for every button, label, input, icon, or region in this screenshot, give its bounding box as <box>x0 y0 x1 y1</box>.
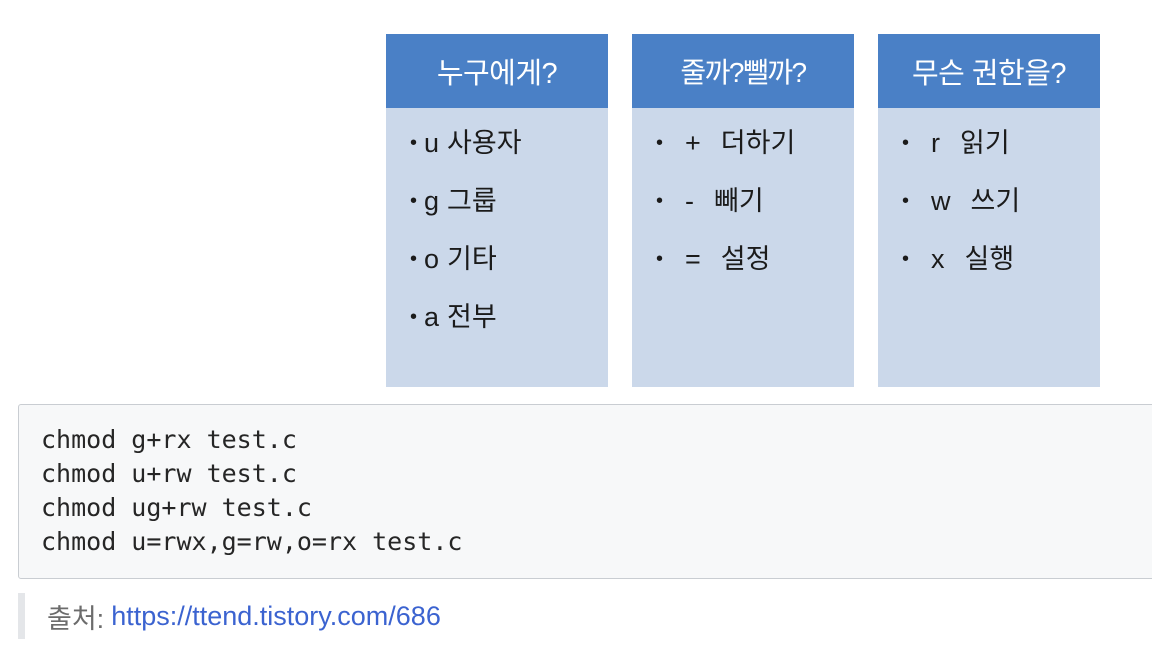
permission-column-permission: 무슨 권한을? • r 읽기 • w 쓰기 • x 실행 <box>878 34 1100 387</box>
permission-table: 누구에게? • u 사용자 • g 그룹 • o 기타 • a 전부 <box>386 34 1110 387</box>
bullet-icon: • <box>656 248 664 270</box>
list-item: • w 쓰기 <box>878 188 1100 215</box>
list-item: • = 설정 <box>632 246 854 273</box>
bullet-icon: • <box>656 190 664 212</box>
item-label: 그룹 <box>447 186 497 216</box>
source-blockquote: 출처: https://ttend.tistory.com/686 <box>18 592 441 640</box>
list-item: • r 읽기 <box>878 130 1100 157</box>
column-header-operator: 줄까?뺄까? <box>632 34 854 108</box>
quote-bar <box>18 593 25 639</box>
item-key: a <box>424 302 440 332</box>
item-label: 실행 <box>964 244 1015 274</box>
bullet-icon: • <box>410 190 418 212</box>
list-item: • u 사용자 <box>386 130 608 157</box>
source-label: 출처: <box>47 603 105 634</box>
bullet-icon: • <box>410 248 418 270</box>
item-label: 설정 <box>720 244 771 274</box>
list-item: • x 실행 <box>878 246 1100 273</box>
list-item: • a 전부 <box>386 304 608 331</box>
code-line: chmod u=rwx,g=rw,o=rx test.c <box>41 527 463 556</box>
permission-column-who: 누구에게? • u 사용자 • g 그룹 • o 기타 • a 전부 <box>386 34 608 387</box>
source-link[interactable]: https://ttend.tistory.com/686 <box>111 600 441 631</box>
item-label: 사용자 <box>447 128 522 158</box>
column-body-operator: • + 더하기 • - 빼기 • = 설정 <box>632 108 854 387</box>
code-line: chmod ug+rw test.c <box>41 493 312 522</box>
column-body-who: • u 사용자 • g 그룹 • o 기타 • a 전부 <box>386 108 608 387</box>
bullet-icon: • <box>410 132 418 154</box>
item-label: 쓰기 <box>970 186 1021 216</box>
item-label: 전부 <box>447 302 497 332</box>
item-label: 기타 <box>447 244 497 274</box>
list-item: • g 그룹 <box>386 188 608 215</box>
bullet-icon: • <box>902 248 910 270</box>
list-item: • + 더하기 <box>632 130 854 157</box>
code-line: chmod u+rw test.c <box>41 459 297 488</box>
item-label: 빼기 <box>714 186 764 216</box>
code-block: chmod g+rx test.c chmod u+rw test.c chmo… <box>18 404 1152 579</box>
item-label: 더하기 <box>720 128 796 158</box>
bullet-icon: • <box>410 306 418 328</box>
bullet-icon: • <box>902 132 910 154</box>
column-body-permission: • r 읽기 • w 쓰기 • x 실행 <box>878 108 1100 387</box>
item-key: - <box>685 186 695 216</box>
permission-column-operator: 줄까?뺄까? • + 더하기 • - 빼기 • = 설정 <box>632 34 854 387</box>
list-item: • - 빼기 <box>632 188 854 215</box>
code-line: chmod g+rx test.c <box>41 425 297 454</box>
item-key: g <box>424 186 440 216</box>
bullet-icon: • <box>656 132 664 154</box>
item-key: + <box>685 128 701 158</box>
list-item: • o 기타 <box>386 246 608 273</box>
item-key: r <box>931 128 941 158</box>
column-header-permission: 무슨 권한을? <box>878 34 1100 108</box>
item-key: = <box>685 244 701 274</box>
item-key: w <box>931 186 951 216</box>
item-key: o <box>424 244 440 274</box>
bullet-icon: • <box>902 190 910 212</box>
item-label: 읽기 <box>960 128 1010 158</box>
item-key: u <box>424 128 440 158</box>
column-header-who: 누구에게? <box>386 34 608 108</box>
item-key: x <box>931 244 945 274</box>
